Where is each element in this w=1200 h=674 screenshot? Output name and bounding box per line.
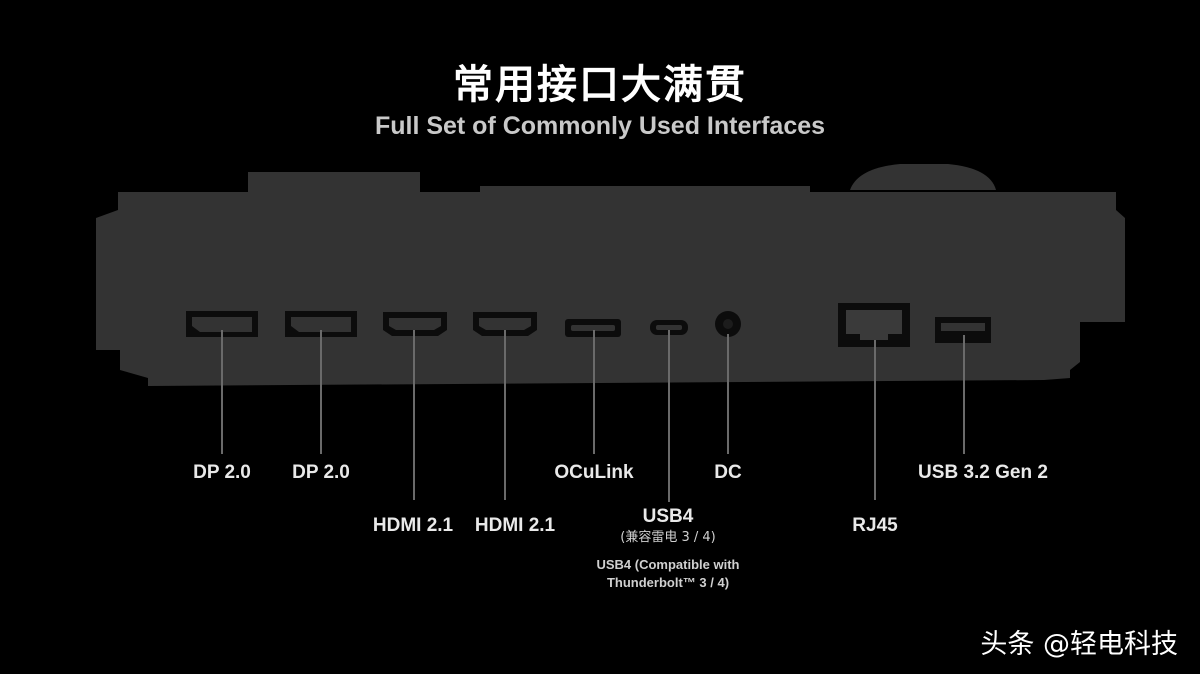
leader-hdmi-1 — [413, 330, 415, 500]
label-hdmi-2: HDMI 2.1 — [474, 515, 556, 536]
hdmi-port-1-opening — [389, 318, 441, 330]
usb-a-port-tongue — [941, 323, 985, 331]
label-hdmi-1: HDMI 2.1 — [372, 515, 454, 536]
label-oculink: OCuLink — [554, 462, 634, 483]
label-usb4-note-en-1: USB4 (Compatible with — [596, 557, 740, 572]
device-body — [96, 192, 1125, 386]
dc-port-pin — [723, 319, 733, 329]
label-usb32: USB 3.2 Gen 2 — [918, 462, 1048, 483]
label-usb4-note-cn: (兼容雷电 3 / 4) — [620, 530, 716, 545]
page-subtitle: Full Set of Commonly Used Interfaces — [374, 112, 826, 140]
usb4-port-opening — [656, 325, 682, 330]
label-dc: DC — [714, 462, 742, 483]
leader-hdmi-2 — [504, 330, 506, 500]
leader-dp-1 — [221, 330, 223, 454]
hdmi-port-2-opening — [479, 318, 531, 330]
watermark: 头条 @轻电科技 — [980, 629, 1178, 660]
leader-usb4 — [668, 330, 670, 502]
label-dp-1: DP 2.0 — [193, 462, 251, 483]
label-dp-2: DP 2.0 — [292, 462, 350, 483]
device-top-bump-right — [850, 164, 996, 190]
page-title: 常用接口大满贯 — [453, 62, 747, 108]
dp-port-1-opening — [192, 317, 252, 332]
leader-dp-2 — [320, 330, 322, 454]
oculink-port-opening — [571, 325, 615, 331]
label-usb4-note-en-2: Thunderbolt™ 3 / 4) — [606, 575, 730, 590]
rj45-port-opening — [846, 310, 902, 340]
label-usb4: USB4 — [642, 506, 694, 527]
leader-rj45 — [874, 340, 876, 500]
leader-oculink — [593, 330, 595, 454]
leader-usb32 — [963, 335, 965, 454]
leader-dc — [727, 334, 729, 454]
dp-port-2-opening — [291, 317, 351, 332]
label-rj45: RJ45 — [852, 515, 898, 536]
